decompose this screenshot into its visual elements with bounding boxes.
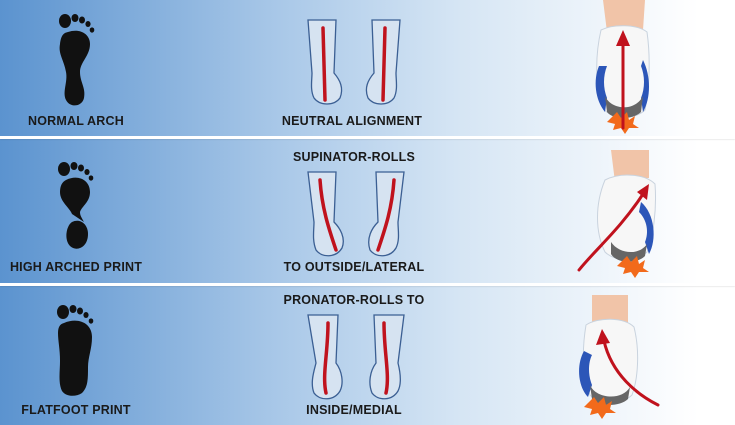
alignment-label: NEUTRAL ALIGNMENT <box>281 114 423 128</box>
alignment-label-top: PRONATOR-ROLLS TO <box>283 293 425 307</box>
row-high-arch: HIGH ARCHED PRINT SUPINATOR-ROLLS TO OUT… <box>0 140 735 283</box>
leg-alignment-icon <box>307 19 401 105</box>
footprint-icon <box>58 162 94 249</box>
running-shoe-icon <box>577 150 656 278</box>
print-type-label: HIGH ARCHED PRINT <box>9 260 143 274</box>
row-normal-arch: NORMAL ARCH NEUTRAL ALIGNMENT <box>0 0 735 136</box>
row-divider <box>0 283 735 286</box>
footprint-icon <box>57 305 94 396</box>
running-shoe-icon <box>595 0 650 134</box>
alignment-label-bottom: INSIDE/MEDIAL <box>306 403 402 417</box>
row-flatfoot: FLATFOOT PRINT PRONATOR-ROLLS TO INSIDE/… <box>0 287 735 425</box>
leg-alignment-icon <box>307 314 405 400</box>
print-type-label: NORMAL ARCH <box>28 114 124 128</box>
print-type-label: FLATFOOT PRINT <box>21 403 131 417</box>
leg-alignment-icon <box>307 171 405 257</box>
running-shoe-icon <box>579 295 660 419</box>
alignment-label-bottom: TO OUTSIDE/LATERAL <box>283 260 425 274</box>
alignment-label-top: SUPINATOR-ROLLS <box>293 150 415 164</box>
footprint-icon <box>59 14 95 106</box>
row-divider <box>0 136 735 139</box>
